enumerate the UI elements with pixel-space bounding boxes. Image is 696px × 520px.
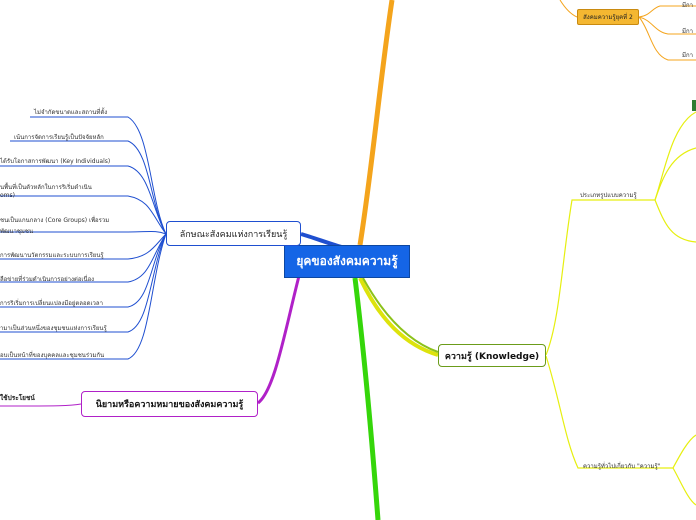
knowledge-branch-line xyxy=(358,277,439,357)
blue-leaf-3[interactable]: ได้รับโอกาสการพัฒนา (Key Individuals) xyxy=(0,158,111,165)
magenta-leaf[interactable]: ใช้ประโยชน์ xyxy=(0,394,35,402)
blue-leaf-2[interactable]: เน้นการจัดการเรียนรู้เป็นปัจจัยหลัก xyxy=(14,134,104,141)
topic-knowledge-society-definition[interactable]: นิยามหรือความหมายของสังคมความรู้ xyxy=(81,391,258,417)
light-green-branch-line xyxy=(352,277,381,520)
topic-knowledge[interactable]: ความรู้ (Knowledge) xyxy=(438,344,546,367)
orange-small-link xyxy=(559,0,578,18)
orange-leaf-3[interactable]: มีกา xyxy=(682,52,693,59)
orange-leaf-line-3 xyxy=(638,16,696,61)
offscreen-node-tab[interactable] xyxy=(692,100,696,111)
magenta-branch-line xyxy=(256,271,302,405)
topic-learning-society-characteristics[interactable]: ลักษณะสังคมแห่งการเรียนรู้ xyxy=(166,221,301,246)
orange-leaf-line-1 xyxy=(638,5,696,18)
knowledge-sub2-arc xyxy=(672,434,696,469)
blue-leaf-6[interactable]: การพัฒนานวัตกรรมและระบบการเรียนรู้ xyxy=(0,252,104,259)
magenta-leaf-line xyxy=(0,403,82,407)
knowledge-sub1-arc-a xyxy=(654,111,696,201)
blue-leaf-8[interactable]: การริเริ่มการเปลี่ยนแปลงมีอยู่ตลอดเวลา xyxy=(0,300,103,307)
blue-leaf-5b[interactable]: พัฒนาชุมชน xyxy=(0,228,34,235)
blue-leaf-4b[interactable]: oms) xyxy=(0,192,15,199)
knowledge-sub-general[interactable]: ความรู้ทั่วไปเกี่ยวกับ "ความรู้" xyxy=(583,463,661,470)
blue-leaf-lines xyxy=(0,116,167,360)
orange-leaf-2[interactable]: มีกา xyxy=(682,28,693,35)
orange-branch-line xyxy=(357,0,395,246)
blue-leaf-5[interactable]: ชนเป็นแกนกลาง (Core Groups) เพื่อรวม xyxy=(0,217,110,224)
knowledge-sub1-arc-c xyxy=(654,199,696,243)
knowledge-sub2-arc-b xyxy=(672,467,696,506)
knowledge-sub1-line xyxy=(545,199,655,356)
orange-leaf-1[interactable]: มีกา xyxy=(682,2,693,9)
knowledge-sub2-line xyxy=(545,355,673,469)
central-topic[interactable]: ยุคของสังคมความรู้ xyxy=(284,245,410,278)
knowledge-sub1-arc-b xyxy=(654,147,696,201)
knowledge-sub-types[interactable]: ประเภทรูปแบบความรู้ xyxy=(580,192,637,199)
knowledge-branch-line-b xyxy=(362,277,439,353)
blue-leaf-7[interactable]: ลือข่ายที่ร่วมดำเนินการอย่างต่อเนื่อง xyxy=(0,276,95,283)
blue-leaf-1[interactable]: ไม่จำกัดขนาดและสถานที่ตั้ง xyxy=(34,109,108,116)
topic-knowledge-society-era-2[interactable]: สังคมความรู้ยุคที่ 2 xyxy=(577,9,639,25)
orange-leaf-line-2 xyxy=(638,16,696,35)
blue-leaf-10[interactable]: อบเป็นหน้าที่ของบุคคลและชุมชนร่วมกัน xyxy=(0,352,105,359)
blue-leaf-9[interactable]: ามาเป็นส่วนหนึ่งของชุมชนแห่งการเรียนรู้ xyxy=(0,325,107,332)
blue-leaf-4[interactable]: นพื้นที่เป็นตัวหลักในการริเริ่มดำเนิน xyxy=(0,184,92,191)
